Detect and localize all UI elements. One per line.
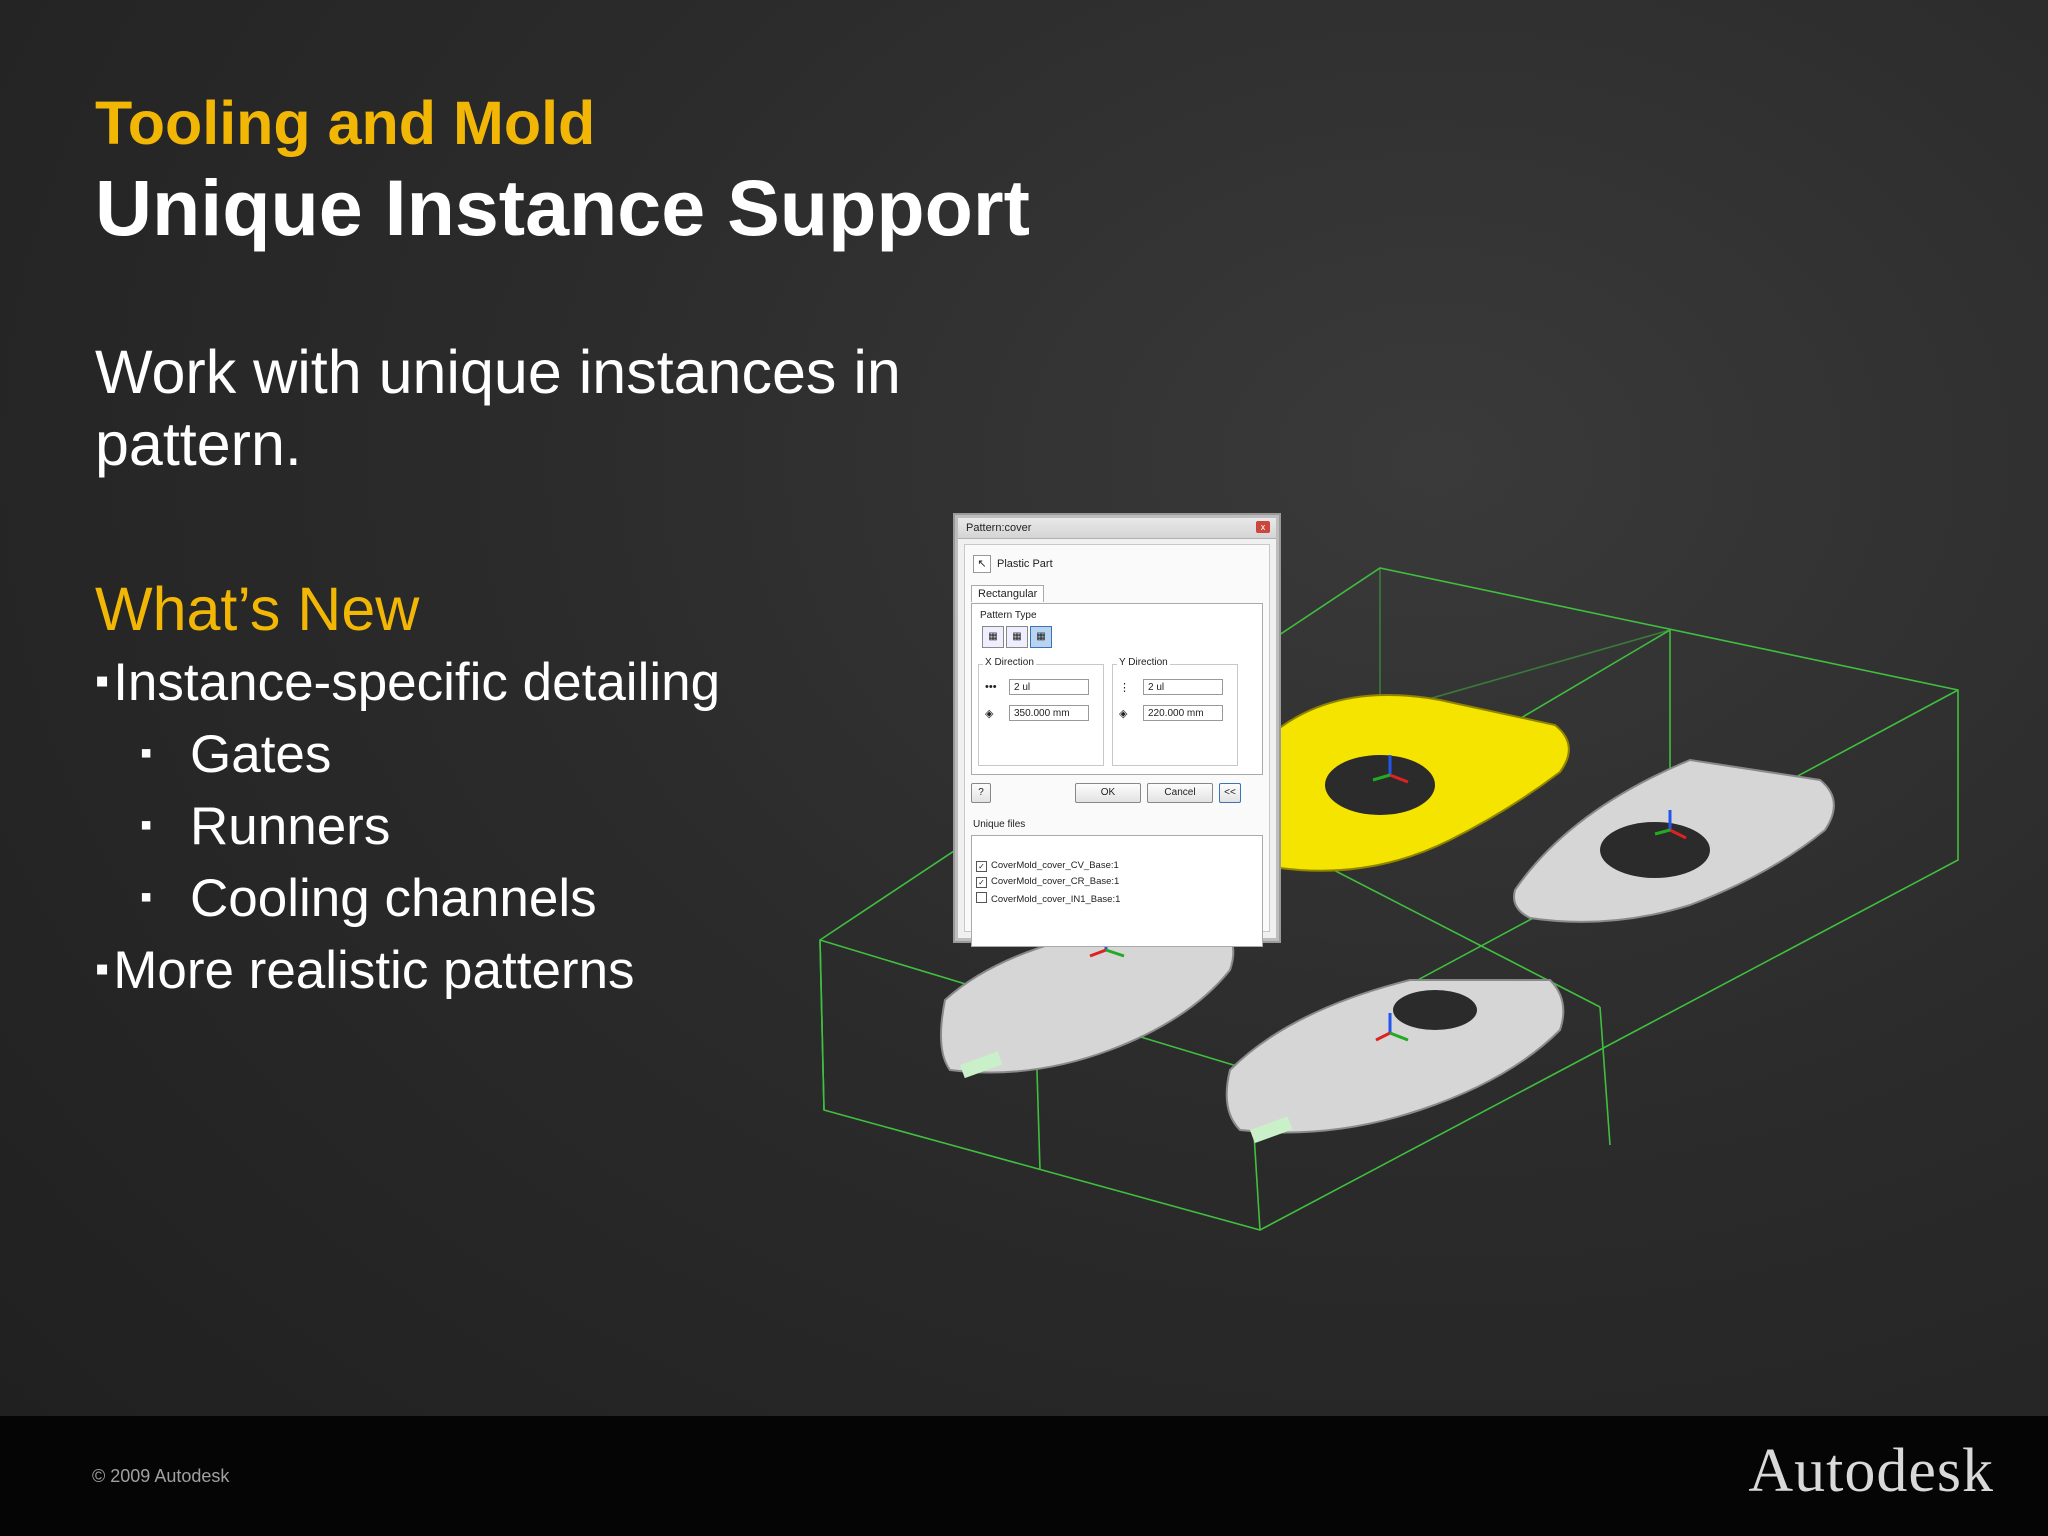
gray-part-center (1225, 979, 1565, 1144)
ok-button[interactable]: OK (1075, 783, 1141, 803)
dialog-titlebar[interactable]: Pattern:cover x (958, 518, 1276, 539)
spacing-icon: ◈ (1119, 708, 1128, 720)
x-distance-field[interactable]: 350.000 mm (1009, 705, 1089, 721)
bullet-text: Cooling channels (190, 869, 597, 928)
whats-new-heading: What’s New (95, 575, 420, 643)
bullet-text: More realistic patterns (113, 941, 635, 1000)
triad-icon (1089, 755, 1687, 1042)
sub-bullet-item: ▪ Runners (140, 796, 390, 857)
help-button[interactable]: ? (971, 783, 991, 803)
bullet-mark: ▪ (140, 734, 153, 772)
list-item[interactable]: ✓ CoverMold_cover_CV_Base:1 (976, 860, 1119, 872)
mold-3d-view (819, 567, 1959, 1231)
slide-title: Unique Instance Support (95, 163, 1030, 252)
tab-rectangular[interactable]: Rectangular (971, 585, 1045, 602)
list-item[interactable]: CoverMold_cover_IN1_Base:1 (976, 892, 1120, 905)
dialog-title: Pattern:cover (966, 522, 1032, 534)
list-item[interactable]: ✓ CoverMold_cover_CR_Base:1 (976, 876, 1119, 888)
file-name: CoverMold_cover_CV_Base:1 (991, 860, 1119, 871)
lead-text: Work with unique instances in pattern. (95, 338, 901, 478)
y-direction-label: Y Direction (1117, 657, 1170, 668)
x-direction-label: X Direction (983, 657, 1036, 668)
file-name: CoverMold_cover_IN1_Base:1 (991, 894, 1121, 905)
pattern-type-3-icon[interactable]: ▦ (1030, 626, 1052, 648)
bullet-mark: ▪ (140, 806, 153, 844)
pattern-dialog[interactable]: Pattern:cover x ↖ Plastic Part Rectangula… (955, 515, 1279, 947)
autodesk-logo: Autodesk (1748, 1437, 1994, 1505)
cancel-button[interactable]: Cancel (1147, 783, 1213, 803)
pattern-type-1-icon[interactable]: ▦ (982, 626, 1004, 648)
sub-bullet-item: ▪ Cooling channels (140, 868, 597, 929)
sub-bullet-item: ▪ Gates (140, 724, 331, 785)
highlighted-part (1248, 694, 1570, 872)
copyright-text: © 2009 Autodesk (92, 1466, 230, 1486)
bullet-item: ▪Instance-specific detailing (95, 652, 720, 713)
slide: Tooling and Mold Unique Instance Support… (95, 89, 2010, 1250)
slide-kicker: Tooling and Mold (95, 89, 596, 157)
mold-pattern-illustration (810, 510, 2010, 1250)
bullet-mark: ▪ (95, 947, 110, 991)
count-icon: ⋮ (1119, 682, 1130, 694)
unique-files-list: ✓ CoverMold_cover_CV_Base:1 ✓ CoverMold_co… (971, 835, 1263, 947)
pattern-type-2-icon[interactable]: ▦ (1006, 626, 1028, 648)
dialog-button-row: ? OK Cancel << (965, 781, 1269, 805)
dialog-body: ↖ Plastic Part Rectangular Pattern Type ▦… (964, 544, 1270, 947)
bullet-text: Runners (190, 797, 391, 856)
select-arrow-icon[interactable]: ↖ (973, 555, 991, 573)
collapse-button[interactable]: << (1219, 783, 1241, 803)
y-direction-group: Y Direction ⋮ 2 ul ◈ 220.000 mm (1112, 657, 1238, 766)
gray-part-left (940, 929, 1235, 1079)
file-name: CoverMold_cover_CR_Base:1 (991, 876, 1120, 887)
unique-files-label: Unique files (973, 819, 1026, 830)
y-distance-field[interactable]: 220.000 mm (1143, 705, 1223, 721)
bullet-text: Instance-specific detailing (113, 653, 721, 712)
y-count-field[interactable]: 2 ul (1143, 679, 1223, 695)
x-count-field[interactable]: 2 ul (1009, 679, 1089, 695)
checkbox[interactable]: ✓ (976, 861, 987, 872)
close-button[interactable]: x (1256, 521, 1270, 533)
bullet-mark: ▪ (140, 878, 153, 916)
bullet-item: ▪More realistic patterns (95, 940, 635, 1001)
pattern-type-options: ▦ ▦ ▦ (982, 626, 1052, 648)
gray-part-right (1513, 758, 1835, 923)
bullet-text: Gates (190, 725, 332, 784)
pattern-type-label: Pattern Type (980, 610, 1037, 621)
checkbox[interactable]: ✓ (976, 877, 987, 888)
bullet-mark: ▪ (95, 659, 110, 703)
footer-bar: © 2009 Autodesk Autodesk (0, 1416, 2048, 1536)
checkbox[interactable] (976, 892, 987, 903)
plastic-part-label: Plastic Part (997, 557, 1053, 570)
rectangular-panel: Pattern Type ▦ ▦ ▦ X Direction ••• 2 ul … (971, 603, 1263, 775)
spacing-icon: ◈ (985, 708, 994, 720)
x-direction-group: X Direction ••• 2 ul ◈ 350.000 mm (978, 657, 1104, 766)
count-icon: ••• (985, 681, 997, 693)
plastic-part-selector[interactable]: ↖ Plastic Part (973, 555, 1053, 573)
